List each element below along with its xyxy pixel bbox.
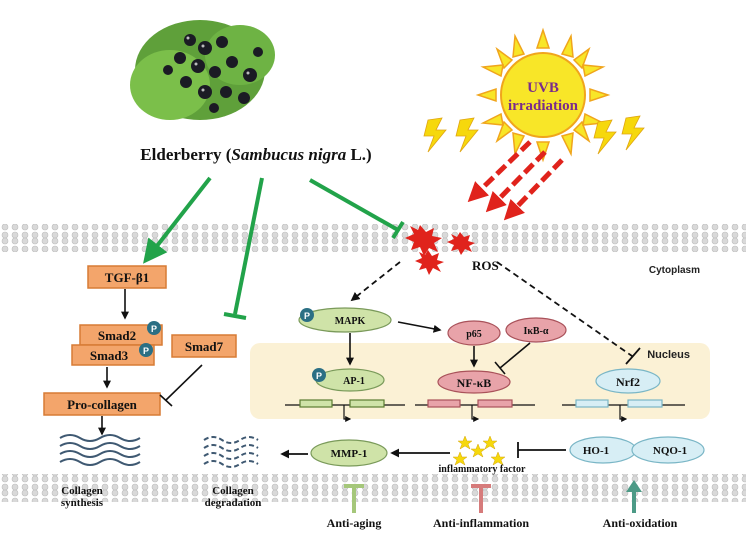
- tgf-pathway: TGF-β1 Smad2 Smad3 Smad7 Pro-collagen: [43, 265, 237, 416]
- svg-text:P: P: [316, 371, 322, 381]
- mmp1-node: [310, 439, 388, 467]
- collagen-degradation-icon: [203, 436, 259, 468]
- ros-dashed-arrows: [350, 261, 633, 357]
- svg-text:P: P: [151, 324, 157, 334]
- p65-label: p65: [466, 329, 482, 340]
- collagen-synthesis-label-1: Collagen: [61, 485, 103, 497]
- collagen-synthesis-icon: [59, 434, 141, 466]
- smad3-box: [71, 344, 155, 366]
- nfkb-label: NF-κB: [457, 376, 492, 390]
- mmp1-label: MMP-1: [331, 448, 368, 460]
- outcome-markers: [344, 480, 642, 513]
- bottom-membrane: [0, 474, 746, 502]
- inflammatory-factor-label: inflammatory factor: [439, 464, 526, 475]
- ikb-label: IκB-α: [523, 326, 548, 337]
- nqo1-node: [631, 436, 705, 464]
- elderberry-effect-arrows: [143, 176, 405, 320]
- mapk-label: MAPK: [335, 316, 366, 327]
- lightning-icon: [593, 119, 617, 155]
- procollagen-label: Pro-collagen: [67, 397, 138, 412]
- phosphate-icon: [147, 321, 161, 335]
- ho1-label: HO-1: [583, 445, 609, 457]
- smad3-label: Smad3: [90, 348, 129, 363]
- nucleus-label: Nucleus: [647, 349, 690, 361]
- phosphate-icon: [300, 308, 314, 322]
- elderberry-image: [130, 20, 275, 120]
- dna-segments: [285, 399, 685, 408]
- top-membrane: [0, 224, 746, 252]
- sun-icon: [475, 27, 611, 163]
- tgf-beta1-box: [87, 265, 167, 289]
- lightning-icon: [423, 117, 447, 153]
- transcription-arrows: [343, 405, 628, 422]
- ros-burst: [447, 232, 475, 255]
- smad7-box: [171, 334, 237, 358]
- nrf2-node: [595, 368, 661, 394]
- smad7-label: Smad7: [185, 339, 224, 354]
- anti-inflammation-label: Anti-inflammation: [433, 516, 529, 530]
- p65-node: [447, 320, 501, 346]
- activate-tgf-arrow: [143, 176, 212, 264]
- inhibit-smad7-bar: [223, 312, 247, 320]
- tgf-beta1-label: TGF-β1: [105, 270, 149, 285]
- ros-bursts: [405, 225, 475, 275]
- lightning-icon-group: [423, 115, 645, 155]
- uvb-arrows: [467, 140, 564, 221]
- uvb-label-line2: irradiation: [508, 98, 579, 114]
- nqo1-label: NQO-1: [653, 445, 687, 457]
- collagen-degradation-label-1: Collagen: [212, 485, 254, 497]
- uvb-label-line1: UVB: [527, 80, 559, 96]
- svg-text:P: P: [304, 311, 310, 321]
- lightning-icon: [455, 117, 479, 153]
- lightning-icon: [621, 115, 645, 151]
- procollagen-box: [43, 392, 161, 416]
- phosphate-icon: [312, 368, 326, 382]
- nrf2-inhibit-bar: [625, 347, 641, 365]
- elderberry-title: Elderberry (Sambucus nigra L.): [140, 145, 371, 164]
- ros-label: ROS: [472, 258, 499, 273]
- smad-phosphates: P P: [139, 321, 161, 357]
- ros-burst: [405, 225, 442, 256]
- mapk-node: [298, 307, 392, 333]
- smad2-label: Smad2: [98, 328, 136, 343]
- ap1-label: AP-1: [343, 376, 365, 387]
- collagen-synthesis-label-2: synthesis: [61, 497, 104, 509]
- anti-aging-label: Anti-aging: [327, 516, 382, 530]
- ikb-node: [505, 317, 567, 343]
- ros-burst: [415, 250, 444, 275]
- inflammatory-factor-icon: [452, 435, 506, 466]
- inhibit-smad7-line: [233, 177, 264, 315]
- collagen-degradation-label-2: degradation: [205, 497, 262, 509]
- svg-text:P: P: [143, 346, 149, 356]
- inhibit-ros-bar: [391, 220, 405, 240]
- cytoplasm-label: Cytoplasm: [649, 265, 700, 276]
- tgf-arrows: [98, 289, 203, 436]
- effector-arrows: [280, 442, 566, 459]
- anti-oxidation-label: Anti-oxidation: [603, 516, 678, 530]
- nrf2-label: Nrf2: [616, 375, 640, 389]
- phosphate-icon: [139, 343, 153, 357]
- signal-arrows: [346, 321, 531, 375]
- inhibit-ros-line: [309, 178, 399, 232]
- nfkb-node: [437, 370, 511, 394]
